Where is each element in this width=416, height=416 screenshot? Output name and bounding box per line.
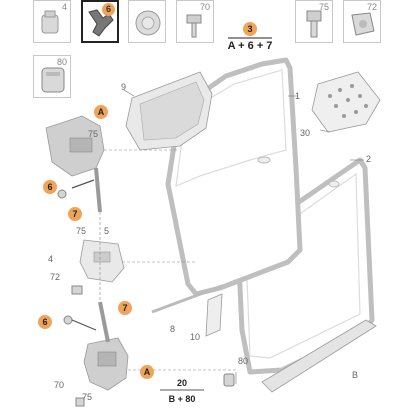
door-front <box>165 57 303 297</box>
label-70: 70 <box>54 380 64 390</box>
label-9: 9 <box>121 82 126 92</box>
clip-pack <box>311 71 381 133</box>
badge-6-bottom-text: 6 <box>42 317 47 327</box>
label-72: 72 <box>50 272 60 282</box>
thumb-75[interactable]: 75 <box>295 0 333 43</box>
label-75-bottom: 75 <box>82 392 92 402</box>
thumb-80[interactable]: 80 <box>33 55 71 98</box>
badge-6-top-text: 6 <box>47 182 52 192</box>
badge-6-bottom: 6 <box>38 315 52 329</box>
thumb-6[interactable]: 6 <box>81 0 119 43</box>
cap-icon <box>135 10 161 36</box>
door-rear <box>235 157 375 375</box>
badge-a-top-text: A <box>98 107 105 117</box>
badge-6-top: 6 <box>43 180 57 194</box>
kit-20-formula: B + 80 <box>169 394 196 404</box>
grommet-icon <box>351 12 375 36</box>
thumb-6-number: 6 <box>102 3 115 16</box>
label-10: 10 <box>190 332 200 342</box>
thumb-80-number: 80 <box>56 57 67 67</box>
label-30: 30 <box>300 128 310 138</box>
badge-a-bottom: A <box>140 365 154 379</box>
thumb-72[interactable]: 72 <box>343 0 381 43</box>
kit-3-badge: 3 <box>243 22 257 36</box>
bracket-icon <box>88 9 114 37</box>
label-2: 2 <box>366 154 371 164</box>
label-4: 4 <box>48 254 53 264</box>
thumb-70-number: 70 <box>199 2 210 12</box>
latch-bottom <box>83 337 129 391</box>
thumb-4-number: 4 <box>61 2 67 12</box>
badge-7-top: 7 <box>68 207 82 221</box>
thumb-72-number: 72 <box>366 2 377 12</box>
label-5: 5 <box>104 226 109 236</box>
thumb-70[interactable]: 70 <box>176 0 214 43</box>
check-link <box>79 239 125 283</box>
label-8: 8 <box>170 324 175 334</box>
badge-7-top-text: 7 <box>72 209 77 219</box>
latch-top <box>45 115 105 177</box>
kit-20-number: 20 <box>177 378 187 388</box>
label-75-top: 75 <box>88 129 98 139</box>
label-b: B <box>352 370 358 380</box>
kit-3-formula: A + 6 + 7 <box>228 40 273 52</box>
label-80: 80 <box>238 356 248 366</box>
badge-a-bottom-text: A <box>144 367 151 377</box>
label-75-mid: 75 <box>76 226 86 236</box>
rail-b <box>261 319 377 393</box>
thumb-4[interactable]: 4 <box>33 0 71 43</box>
thumb-cap[interactable] <box>128 0 166 43</box>
plug-icon <box>41 67 65 93</box>
clip-icon <box>41 10 59 34</box>
bolt-icon <box>306 10 322 38</box>
thumb-75-number: 75 <box>318 2 329 12</box>
trim-panel <box>125 71 213 151</box>
trim-10 <box>205 293 223 337</box>
screw-icon <box>186 14 202 38</box>
badge-a-top: A <box>94 105 108 119</box>
label-1: 1 <box>295 91 300 101</box>
badge-7-bottom: 7 <box>118 301 132 315</box>
badge-7-bottom-text: 7 <box>122 303 127 313</box>
kit-3-number: 3 <box>247 24 252 34</box>
